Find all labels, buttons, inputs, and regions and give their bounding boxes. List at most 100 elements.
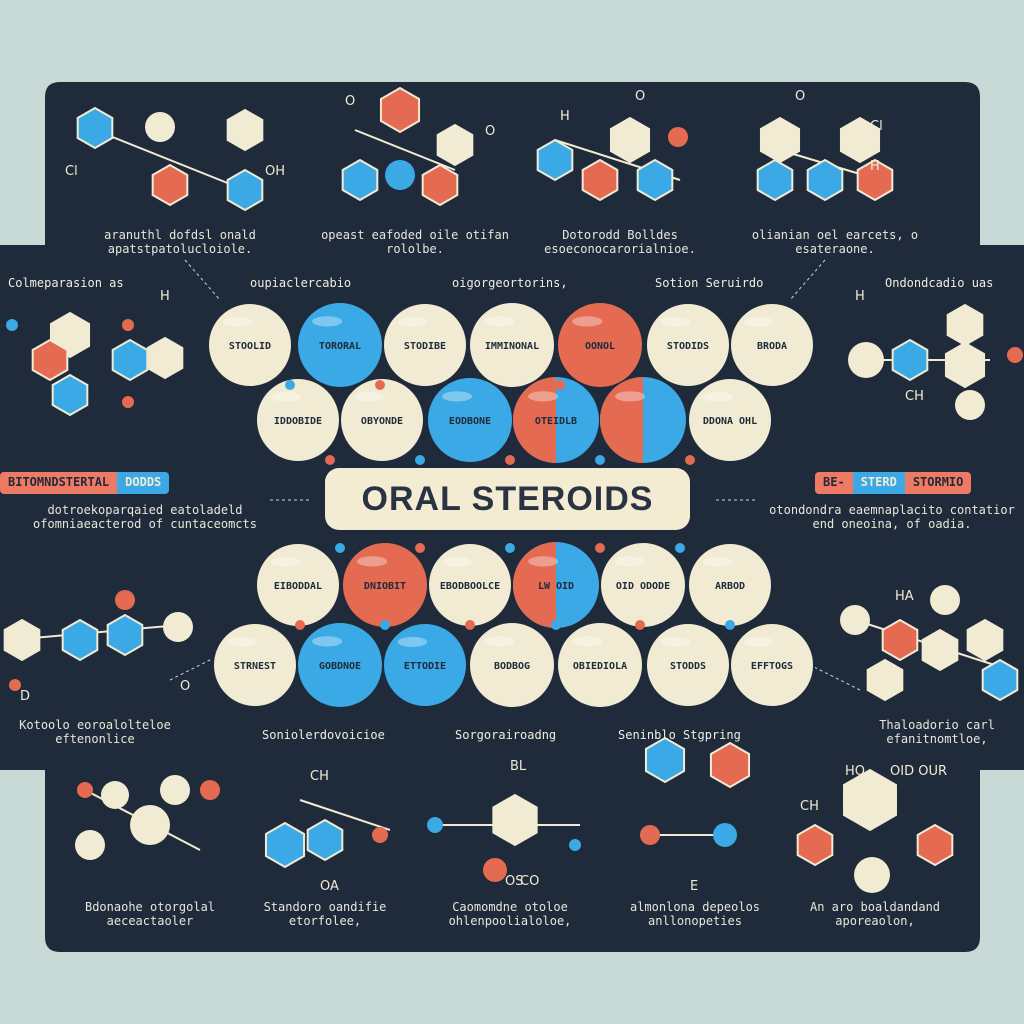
atom-label: E [690, 879, 698, 894]
bottom-caption-1: Bdonaohe otorgolal aeceactaoler [84, 900, 216, 928]
bottom-cluster-circle: ETTODIE [382, 622, 468, 708]
bottom-caption-2: Standoro oandifie etorfolee, [263, 900, 387, 928]
top-cluster-circle: STOOLID [207, 302, 293, 388]
top-cluster-circle: STODIDS [645, 302, 731, 388]
top-caption-1: aranuthl dofdsl onald apatstpatolucloiol… [104, 228, 256, 256]
left-banner-part1: BITOMNDSTERTAL [0, 472, 118, 494]
bottom-cluster-circle-label: LW OID [538, 581, 574, 592]
top-cluster-circle-label: STODIDS [667, 341, 709, 352]
atom-label: O [635, 89, 645, 104]
ring-hexagon [806, 158, 844, 202]
ring-hexagon [709, 741, 751, 789]
bottom-cluster-circle-label: EIBODDAL [274, 581, 322, 592]
bond-dot [295, 620, 305, 630]
top-cluster-circle: TORORAL [296, 301, 384, 389]
atom-label: HA [895, 589, 914, 604]
ring-hexagon [61, 618, 99, 662]
bond-line [94, 129, 246, 191]
bottom-cluster-circle: DNIOBIT [341, 541, 429, 629]
ring-hexagon [421, 163, 459, 207]
top-cluster-circle-label: DDONA OHL [703, 416, 757, 427]
ring-hexagon [536, 138, 574, 182]
bond-dot [380, 620, 390, 630]
bond-dot [325, 455, 335, 465]
bottom-cluster-circle: BODBOG [468, 621, 556, 709]
atom-label: O [485, 124, 495, 139]
left-banner-part2: DODDS [117, 472, 170, 494]
ring-hexagon [966, 618, 1004, 662]
ring-hexagon [636, 158, 674, 202]
atom-label: OA [320, 879, 339, 894]
bond-dot [285, 380, 295, 390]
bottom-cluster-circle: OBIEDIOLA [556, 621, 644, 709]
atom-label: CH [310, 769, 329, 784]
bond-dot [551, 620, 561, 630]
atom-label: Cl [65, 164, 78, 179]
atom [640, 825, 660, 845]
ring-hexagon [31, 338, 69, 382]
bottom-cluster-circle: OID ODODE [599, 541, 687, 629]
bond-line [299, 799, 391, 831]
top-cluster-circle-label: OTEIDLB [535, 416, 577, 427]
bottom-cluster-circle-label: OBIEDIOLA [573, 661, 627, 672]
atom-label: OID OUR [890, 764, 947, 779]
atom-label: O [345, 94, 355, 109]
atom-label: BL [510, 759, 527, 774]
atom [160, 775, 190, 805]
top-cluster-circle: OONOL [556, 301, 644, 389]
top-caption-2: opeast eafoded oile otifan rololbe. [321, 228, 509, 256]
top-cluster-circle: IDDOBIDE [255, 377, 341, 463]
bottom-cluster-circle-label: STRNEST [234, 661, 276, 672]
ring-hexagon [856, 158, 894, 202]
top-cluster-circle: BRODA [729, 302, 815, 388]
atom [122, 319, 134, 331]
atom-label: O [180, 679, 190, 694]
bond-dot [685, 455, 695, 465]
bond-dot [375, 380, 385, 390]
ring-hexagon [759, 116, 801, 164]
lower-header-2: Sorgorairoadng [455, 728, 557, 742]
atom-label: OS [505, 874, 523, 889]
atom [569, 839, 581, 851]
atom [145, 112, 175, 142]
bond-dot [645, 380, 655, 390]
atom [122, 396, 134, 408]
bond-dot [505, 543, 515, 553]
top-cluster-circle-label: BRODA [757, 341, 787, 352]
ring-hexagon [492, 793, 538, 847]
top-cluster-circle-label: STOOLID [229, 341, 271, 352]
ring-hexagon [644, 736, 686, 784]
atom [955, 390, 985, 420]
bond-dot [465, 380, 475, 390]
bottom-cluster-circle-label: EFFTOGS [751, 661, 793, 672]
top-cluster-circle-label: STODIBE [404, 341, 446, 352]
top-cluster-circle-label: EODBONE [449, 416, 491, 427]
bottom-cluster-circle: EFFTOGS [729, 622, 815, 708]
lower-header-3: Seninblo Stgpring [618, 728, 741, 742]
bottom-cluster-circle-label: STODDS [670, 661, 706, 672]
top-cluster-circle-label: TORORAL [319, 341, 361, 352]
atom [854, 857, 890, 893]
ring-hexagon [146, 336, 184, 380]
atom-label: HO [845, 764, 865, 779]
bond-dot [505, 455, 515, 465]
atom-label: D [20, 689, 30, 704]
atom [9, 679, 21, 691]
ring-hexagon [76, 106, 114, 150]
ring-hexagon [51, 373, 89, 417]
atom [1007, 347, 1023, 363]
ring-hexagon [3, 618, 41, 662]
ring-hexagon [839, 116, 881, 164]
right-banner-caption: otondondra eaemnaplacito contatior end o… [769, 503, 1015, 531]
bottom-cluster-circle-label: ETTODIE [404, 661, 446, 672]
top-cluster-circle: IMMINONAL [468, 301, 556, 389]
ring-hexagon [796, 823, 834, 867]
ring-hexagon [944, 341, 986, 389]
left-banner: BITOMNDSTERTAL DODDS [0, 472, 170, 494]
row-header-5: Ondondcadio uas [885, 276, 994, 290]
bottom-cluster-circle-label: BODBOG [494, 661, 530, 672]
bottom-cluster-circle: EBODBOOLCE [427, 542, 513, 628]
ring-hexagon [891, 338, 929, 382]
bottom-cluster-circle: LW OID [513, 542, 599, 628]
